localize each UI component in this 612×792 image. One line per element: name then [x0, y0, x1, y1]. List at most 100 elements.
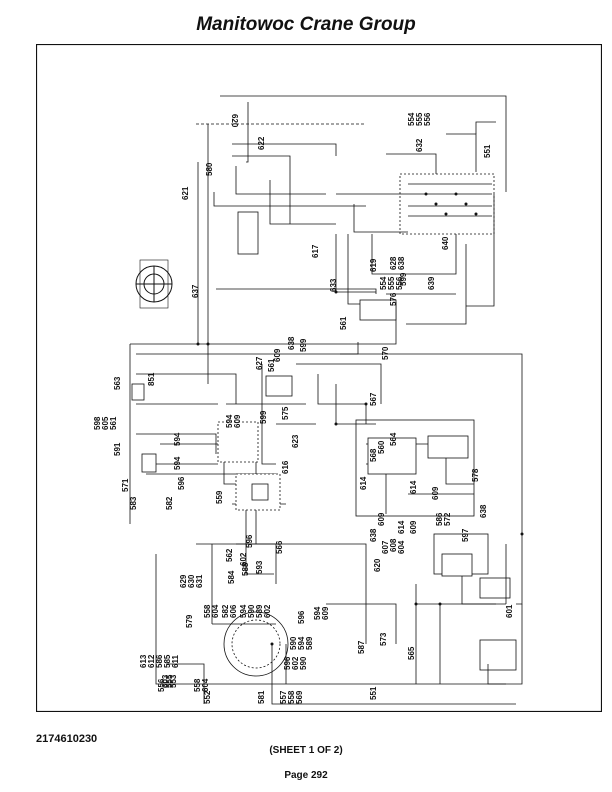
- page-number: Page 292: [284, 770, 328, 781]
- diagram-border: [36, 44, 602, 712]
- wire-label: 627: [255, 356, 264, 370]
- wire-label: 580: [205, 162, 214, 176]
- wire-label: 561: [109, 416, 118, 430]
- wire-label: 623: [291, 434, 300, 448]
- wire-label: 583: [129, 496, 138, 510]
- wire-label: 609: [409, 520, 418, 534]
- wire-label: 621: [181, 186, 190, 200]
- wire-label: 555: [387, 276, 396, 290]
- wire-label: 609: [233, 414, 242, 428]
- wire-label: 614: [409, 480, 418, 494]
- wire-label: 594: [239, 604, 248, 618]
- component-box: [367, 437, 417, 475]
- wire-label: 619: [369, 258, 378, 272]
- wire-label: 558: [287, 690, 296, 704]
- component-box: [441, 553, 473, 577]
- wire-label: 554: [379, 276, 388, 290]
- terminal-dots: [196, 192, 524, 646]
- wire-label: 609: [377, 512, 386, 526]
- wire-label: 612: [147, 654, 156, 668]
- wire-label: 581: [257, 690, 266, 704]
- document-title: Manitowoc Crane Group: [196, 14, 416, 35]
- wire-label: 606: [229, 604, 238, 618]
- wire-label: 590: [247, 604, 256, 618]
- wire-label: 590: [289, 636, 298, 650]
- wire-number-labels: 620 622 580 621 637 617 633 619 632 551 …: [93, 112, 514, 704]
- wire-label: 599: [299, 338, 308, 352]
- wire-label: 622: [257, 136, 266, 150]
- wire-label: 851: [147, 372, 156, 386]
- wire-label: 607: [381, 540, 390, 554]
- wire-label: 593: [255, 560, 264, 574]
- wire-label: 582: [165, 496, 174, 510]
- wire-label: 632: [415, 138, 424, 152]
- wire-label: 569: [295, 690, 304, 704]
- wire-label: 557: [279, 690, 288, 704]
- component-box: [237, 211, 259, 255]
- wire-label: 579: [185, 614, 194, 628]
- wire-label: 602: [239, 552, 248, 566]
- wire-label: 584: [227, 570, 236, 584]
- wire-label: 589: [305, 636, 314, 650]
- wire-label: 604: [201, 678, 210, 692]
- wire-label: 588: [241, 562, 250, 576]
- wire-label: 561: [267, 358, 276, 372]
- wire-label: 555: [165, 674, 174, 688]
- component-box: [217, 421, 259, 463]
- wiring-diagram-canvas: 620 622 580 621 637 617 633 619 632 551 …: [36, 44, 602, 712]
- wire-label: 559: [215, 490, 224, 504]
- component-box: [251, 483, 269, 501]
- wire-label: 570: [381, 346, 390, 360]
- wire-label: 571: [121, 478, 130, 492]
- wire-label: 578: [471, 468, 480, 482]
- wire-label: 630: [187, 574, 196, 588]
- wire-label: 596: [177, 476, 186, 490]
- wire-label: 556: [157, 678, 166, 692]
- wire-label: 603: [161, 674, 170, 688]
- wire-label: 572: [443, 512, 452, 526]
- wire-label: 556: [423, 112, 432, 126]
- wire-label: 551: [369, 686, 378, 700]
- wire-label: 620: [230, 114, 239, 128]
- sheet-indicator: (SHEET 1 OF 2): [269, 745, 343, 756]
- wire-label: 601: [505, 604, 514, 618]
- wire-label: 631: [195, 574, 204, 588]
- wire-label: 638: [397, 256, 406, 270]
- wire-label: 575: [281, 406, 290, 420]
- wire-label: 551: [483, 144, 492, 158]
- wire-label: 604: [397, 540, 406, 554]
- round-connector-symbol: [223, 611, 289, 677]
- wire-label: 609: [273, 348, 282, 362]
- wire-label: 594: [313, 606, 322, 620]
- wire-label: 586: [435, 512, 444, 526]
- wire-label: 616: [281, 460, 290, 474]
- wire-label: 566: [275, 540, 284, 554]
- wire-label: 591: [113, 442, 122, 456]
- wire-label: 558: [193, 678, 202, 692]
- component-boxes: [131, 211, 473, 577]
- wire-label: 599: [259, 410, 268, 424]
- wire-label: 598: [93, 416, 102, 430]
- wire-label: 596: [283, 656, 292, 670]
- wire-label: 554: [407, 112, 416, 126]
- wire-label: 568: [369, 448, 378, 462]
- wire-label: 594: [225, 414, 234, 428]
- wire-label: 564: [389, 432, 398, 446]
- document-number: 2174610230: [36, 733, 98, 745]
- wire-label: 629: [179, 574, 188, 588]
- wire-label: 556: [395, 276, 404, 290]
- wire-label: 561: [339, 316, 348, 330]
- wire-label: 594: [173, 456, 182, 470]
- wire-label: 639: [427, 276, 436, 290]
- wire-label: 614: [359, 476, 368, 490]
- wire-label: 638: [287, 336, 296, 350]
- wire-label: 558: [203, 604, 212, 618]
- wire-label: 596: [297, 610, 306, 624]
- wire-label: 582: [221, 604, 230, 618]
- wire-label: 573: [379, 632, 388, 646]
- wire-label: 560: [377, 440, 386, 454]
- wire-label: 613: [139, 654, 148, 668]
- wire-label: 611: [171, 655, 180, 668]
- wire-label: 555: [415, 112, 424, 126]
- component-box: [141, 453, 157, 473]
